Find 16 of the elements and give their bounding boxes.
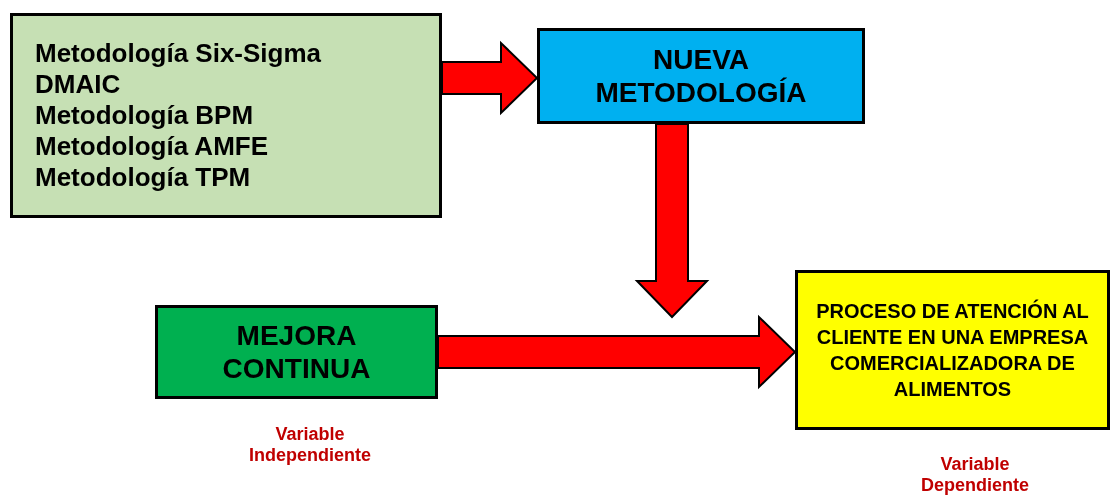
process-box: [537, 28, 865, 124]
process-box: [795, 270, 1110, 430]
block-arrow: [441, 40, 539, 116]
block-arrow: [437, 314, 797, 390]
box-text: Metodología TPM: [35, 162, 252, 193]
box-text: Metodología BPM: [35, 100, 255, 131]
process-box: [10, 13, 442, 218]
variable-label: Variable Dependiente: [920, 454, 1030, 496]
box-text: PROCESO DE ATENCIÓN AL CLIENTE EN UNA EMPRESA COMERCIALIZADORA DE ALIMENTOS: [815, 298, 1090, 402]
variable-label: Variable Independiente: [248, 424, 372, 466]
process-box: [155, 305, 438, 399]
box-text: NUEVA METODOLOGÍA: [594, 43, 808, 109]
box-text: Metodología Six-Sigma DMAIC: [35, 38, 323, 100]
box-text: MEJORA CONTINUA: [221, 319, 372, 385]
box-text: Metodología AMFE: [35, 131, 269, 162]
block-arrow: [634, 123, 710, 319]
